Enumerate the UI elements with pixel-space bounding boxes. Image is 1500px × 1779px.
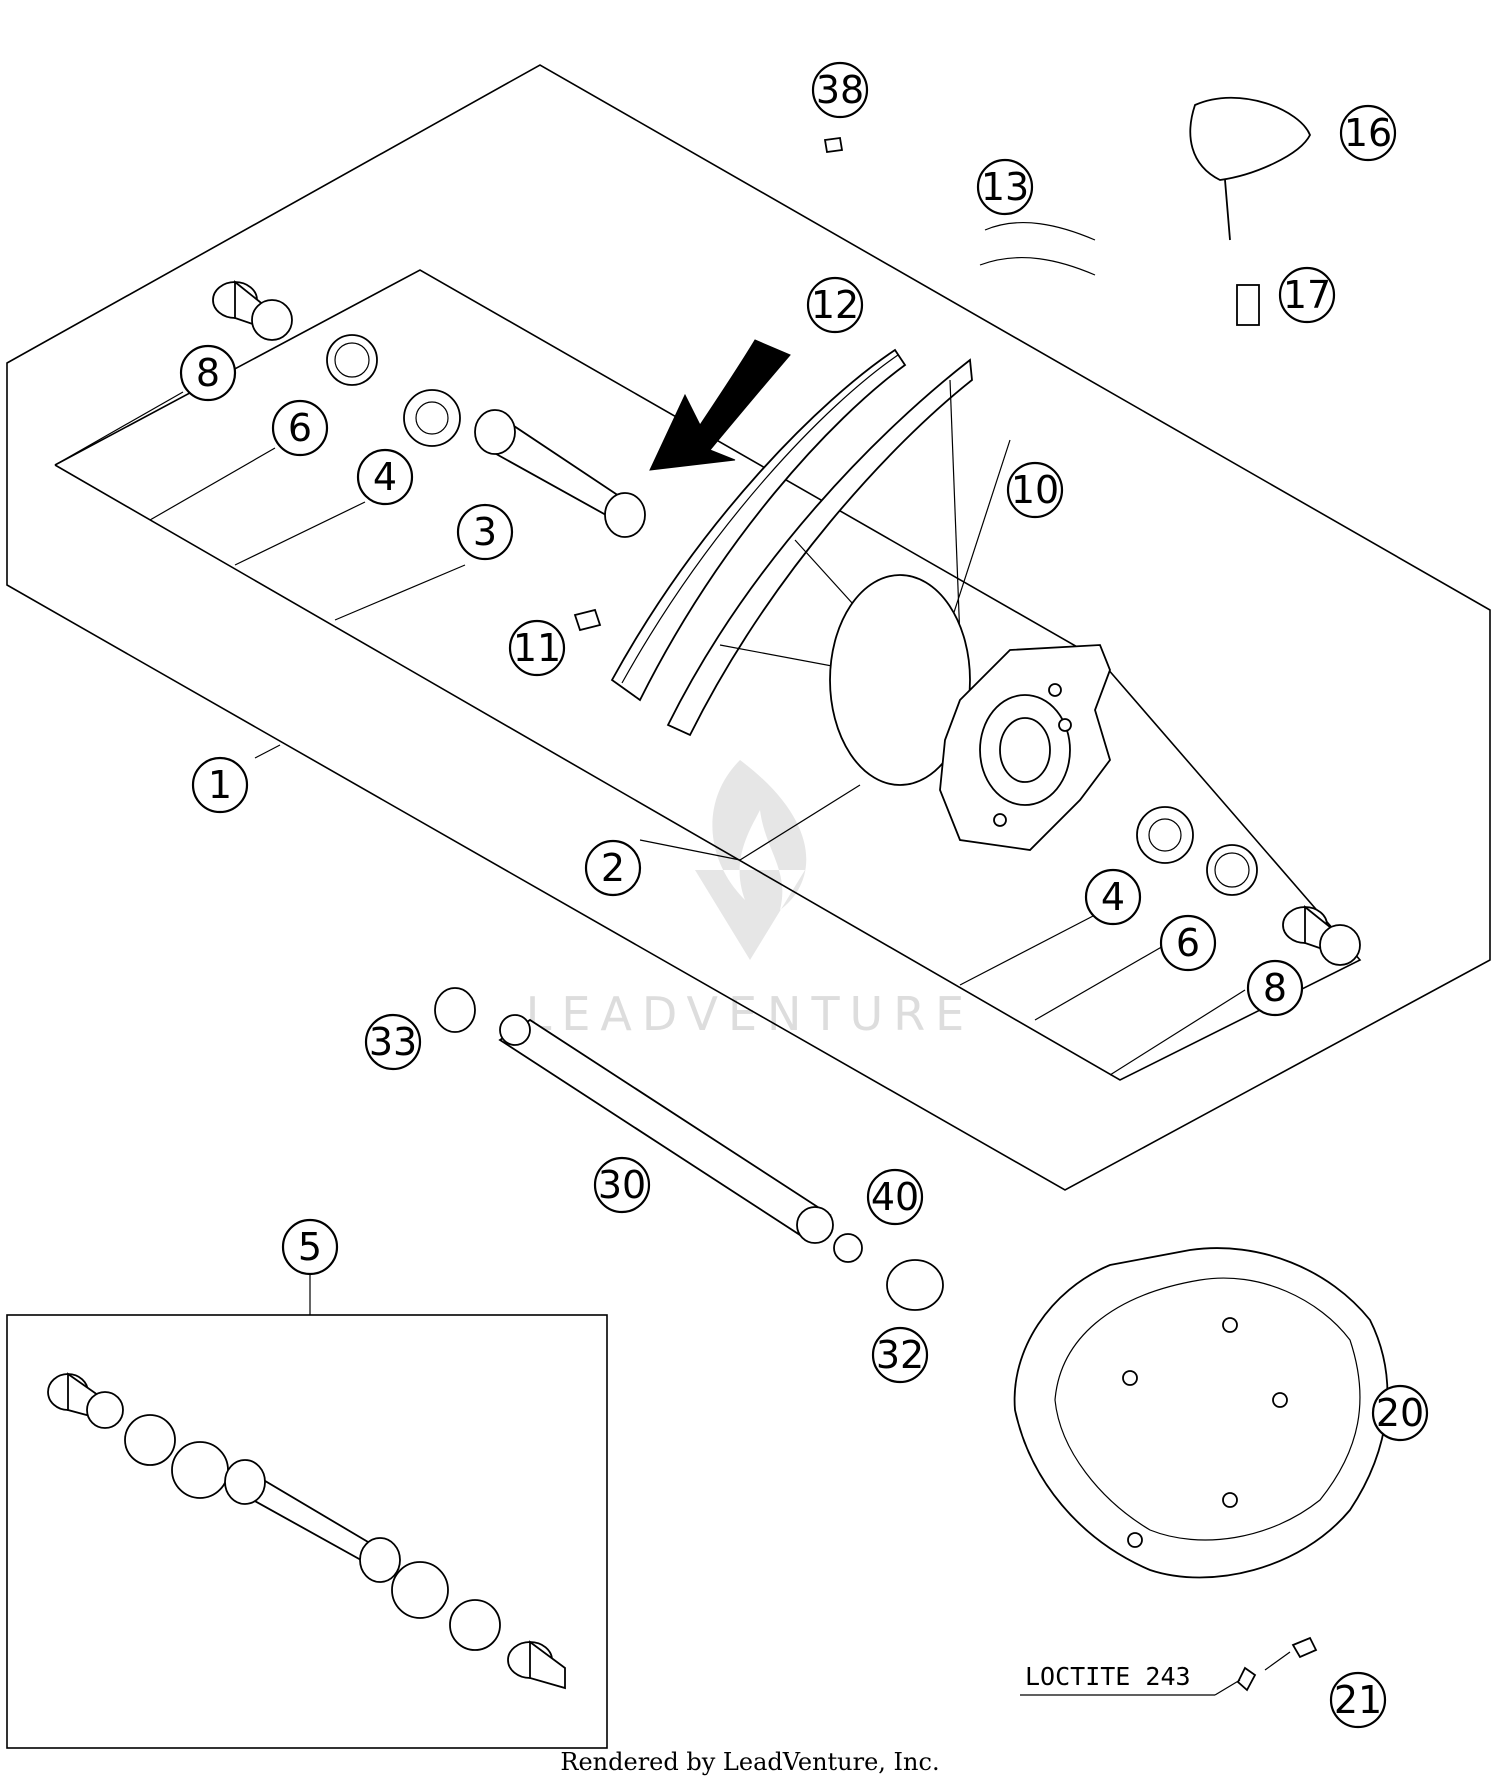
callout-3: 3 — [456, 503, 514, 561]
callout-label: 38 — [816, 68, 864, 112]
callout-33: 33 — [364, 1013, 422, 1071]
callout-label: 10 — [1011, 468, 1059, 512]
callout-label: 4 — [373, 455, 397, 499]
callout-16: 16 — [1339, 104, 1397, 162]
callout-label: 5 — [298, 1225, 322, 1269]
nipple-11 — [573, 608, 602, 632]
axle-nut-32 — [886, 1259, 944, 1311]
callout-8-right: 8 — [1246, 959, 1304, 1017]
callout-label: 20 — [1376, 1391, 1424, 1435]
rim-lock-16 — [1189, 96, 1311, 241]
left-bushing-8 — [212, 280, 293, 341]
callout-label: 33 — [369, 1020, 417, 1064]
hub-parts-outline — [54, 269, 1362, 1081]
callout-label: 11 — [513, 626, 561, 670]
callout-10: 10 — [1006, 461, 1064, 519]
callout-21: 21 — [1329, 1671, 1387, 1729]
hub-2 — [829, 574, 1111, 851]
left-bearing-4 — [403, 389, 461, 447]
loctite-leader — [1214, 1679, 1241, 1696]
callout-label: 17 — [1283, 273, 1331, 317]
rim-12 — [610, 348, 973, 737]
left-seal-6 — [326, 334, 378, 386]
callout-label: 32 — [876, 1333, 924, 1377]
right-bushing-8 — [1282, 905, 1361, 966]
callout-label: 3 — [473, 510, 497, 554]
callout-40: 40 — [866, 1168, 924, 1226]
right-seal-6 — [1206, 844, 1258, 896]
callout-30: 30 — [593, 1156, 651, 1214]
callout-11: 11 — [508, 619, 566, 677]
callout-label: 6 — [1176, 921, 1200, 965]
callout-label: 16 — [1344, 111, 1392, 155]
callout-label: 2 — [601, 846, 625, 890]
callout-label: 1 — [208, 763, 232, 807]
kit-5-box — [6, 1314, 608, 1749]
callout-label: 12 — [811, 283, 859, 327]
brake-disc-20 — [1013, 1247, 1389, 1579]
callout-label: 8 — [1263, 966, 1287, 1010]
rim-tape-13 — [979, 221, 1096, 276]
spacer-33 — [434, 987, 476, 1033]
callout-13: 13 — [976, 158, 1034, 216]
valve-cap-38 — [823, 136, 844, 154]
wheel-assembly-outline — [6, 64, 1491, 1191]
callout-4-right: 4 — [1084, 868, 1142, 926]
callout-label: 21 — [1334, 1678, 1382, 1722]
callout-label: 13 — [981, 165, 1029, 209]
callout-label: 6 — [288, 406, 312, 450]
bolt-21 — [1236, 1636, 1318, 1692]
watermark-text: LEADVENTURE — [526, 987, 975, 1041]
axle-30 — [498, 1014, 834, 1244]
callout-20: 20 — [1371, 1384, 1429, 1442]
callout-label: 40 — [871, 1175, 919, 1219]
watermark-flame-logo — [695, 760, 807, 960]
callout-label: 4 — [1101, 875, 1125, 919]
callout-6-right: 6 — [1159, 914, 1217, 972]
leadventure-watermark: LEADVENTURE — [526, 760, 975, 1041]
callout-label: 8 — [196, 351, 220, 395]
kit-5-parts — [47, 1372, 566, 1690]
nut-17 — [1236, 284, 1260, 326]
rotation-arrow — [649, 339, 791, 471]
spacer-3 — [474, 409, 646, 538]
callout-32: 32 — [871, 1326, 929, 1384]
loctite-note: LOCTITE 243 — [1025, 1662, 1191, 1691]
callout-label: 30 — [598, 1163, 646, 1207]
callout-5: 5 — [281, 1218, 339, 1276]
callout-38: 38 — [811, 61, 869, 119]
washer-40 — [833, 1233, 863, 1263]
callout-4-left: 4 — [356, 448, 414, 506]
callout-1: 1 — [191, 756, 249, 814]
rendered-by-footer: Rendered by LeadVenture, Inc. — [560, 1748, 939, 1776]
callout-6-left: 6 — [271, 399, 329, 457]
callout-12: 12 — [806, 276, 864, 334]
callout-17: 17 — [1278, 266, 1336, 324]
leader-lines — [54, 391, 1246, 1315]
callout-2: 2 — [584, 839, 642, 897]
right-bearing-4 — [1136, 806, 1194, 864]
callout-8-left: 8 — [179, 344, 237, 402]
